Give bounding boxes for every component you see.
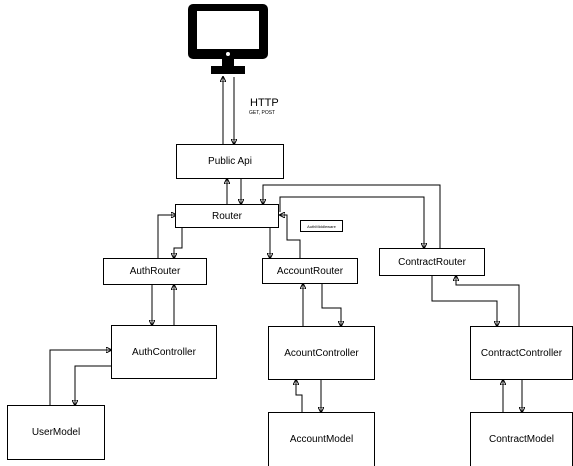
public-api-node: Public Api [176, 144, 284, 179]
http-methods-label: GET, POST [249, 110, 276, 116]
router-node: Router [175, 204, 279, 228]
edge-contractrouter-to-controller [431, 276, 497, 326]
edge-router-to-authrouter [174, 228, 183, 258]
auth-router-node: AuthRouter [103, 258, 207, 285]
contract-router-node: ContractRouter [379, 248, 485, 276]
contract-controller-node: ContractController [470, 326, 573, 380]
account-router-node: AccountRouter [262, 258, 358, 284]
edge-accountrouter-to-controller [321, 284, 341, 326]
edge-authrouter-to-router [157, 215, 176, 258]
edge-usermodel-to-authcontroller [49, 350, 111, 405]
account-model-node: AccountModel [268, 412, 375, 466]
edge-accountrouter-to-router [280, 215, 301, 258]
http-label: HTTP [250, 97, 279, 109]
auth-middleware-badge: AuthMiddleware [300, 220, 343, 232]
auth-controller-node: AuthController [111, 325, 217, 379]
edge-authcontroller-to-usermodel [75, 365, 111, 405]
edge-contractrouter-to-router [263, 184, 441, 248]
user-model-node: UserModel [7, 405, 105, 460]
contract-model-node: ContractModel [470, 412, 573, 466]
edge-router-to-contractrouter [279, 196, 424, 248]
edge-accountmodel-to-controller [296, 380, 303, 412]
edge-controller-to-contractrouter [456, 276, 520, 326]
account-controller-node: AcountController [268, 326, 375, 380]
